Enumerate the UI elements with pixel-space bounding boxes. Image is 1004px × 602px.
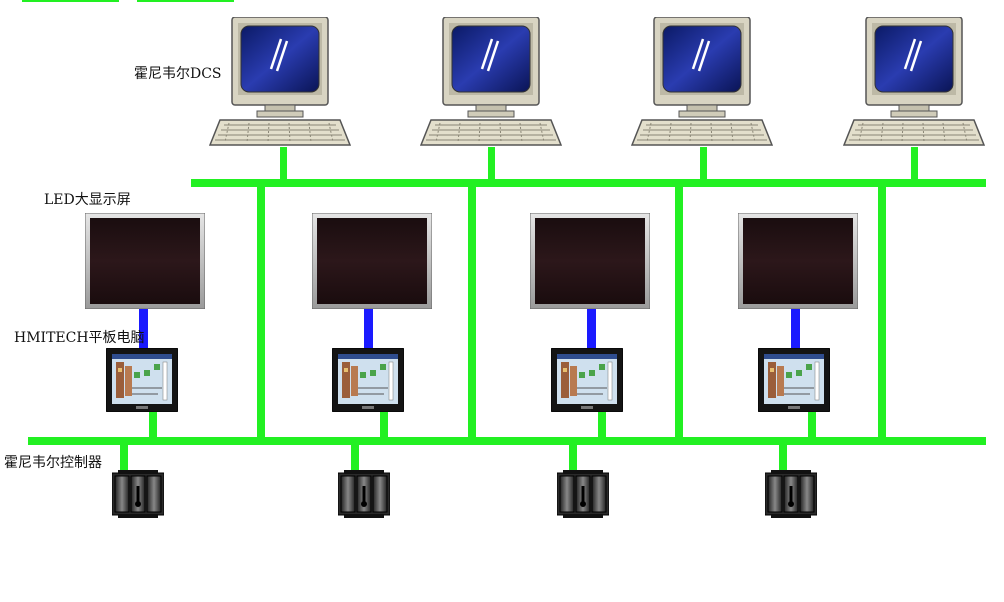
dcs-workstation-2 — [420, 17, 562, 147]
dcs-workstation-3 — [631, 17, 773, 147]
controller-2 — [338, 470, 390, 518]
controller-4 — [765, 470, 817, 518]
led-display-3 — [530, 213, 650, 309]
control-network-bus — [28, 437, 986, 445]
hmi-tablet-1 — [106, 348, 178, 412]
hmi-tablet-2 — [332, 348, 404, 412]
led-display-label: LED大显示屏 — [44, 192, 131, 208]
dcs-label: 霍尼韦尔DCS — [134, 66, 222, 82]
controller-1 — [112, 470, 164, 518]
led-display-2 — [312, 213, 432, 309]
top-edge-bar — [137, 0, 234, 2]
dcs-workstation-1 — [209, 17, 351, 147]
dcs-network-bus — [191, 179, 986, 187]
dcs-workstation-4 — [843, 17, 985, 147]
bus-risers — [257, 183, 886, 441]
tablet-drops — [149, 412, 816, 441]
hmi-tablet-label: HMITECH平板电脑 — [14, 330, 145, 346]
hmi-tablet-4 — [758, 348, 830, 412]
controller-drops — [120, 441, 787, 471]
controller-3 — [557, 470, 609, 518]
display-links — [139, 309, 800, 350]
led-display-4 — [738, 213, 858, 309]
led-display-1 — [85, 213, 205, 309]
controller-label: 霍尼韦尔控制器 — [4, 455, 102, 471]
top-edge-bar — [22, 0, 119, 2]
hmi-tablet-3 — [551, 348, 623, 412]
workstation-drops — [280, 147, 918, 185]
